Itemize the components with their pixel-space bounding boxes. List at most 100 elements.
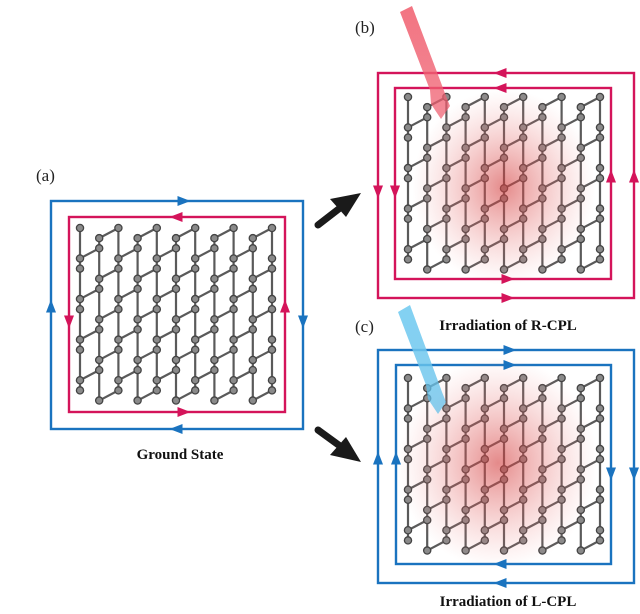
current-arrow-icon	[391, 451, 401, 465]
carbon-atom	[229, 386, 238, 395]
carbon-atom	[595, 255, 605, 264]
carbon-atom	[403, 133, 413, 142]
carbon-atom	[403, 204, 413, 213]
panel-a-label: (a)	[36, 166, 55, 185]
carbon-atom	[248, 233, 258, 243]
carbon-atom	[595, 173, 605, 183]
carbon-atom	[75, 264, 85, 273]
carbon-atom	[422, 102, 432, 112]
current-arrow-icon	[373, 451, 383, 465]
carbon-atom	[595, 373, 605, 383]
carbon-atom	[403, 373, 413, 383]
carbon-atom	[210, 365, 219, 375]
carbon-atom	[94, 355, 104, 365]
carbon-atom	[595, 495, 605, 505]
carbon-atom	[229, 375, 238, 385]
carbon-atom	[133, 365, 142, 375]
carbon-atom	[210, 325, 219, 334]
carbon-atom	[595, 404, 605, 413]
current-arrow-icon	[373, 185, 383, 199]
carbon-atom	[75, 223, 85, 233]
carbon-atom	[576, 546, 586, 555]
carbon-atom	[595, 214, 605, 224]
carbon-atom	[75, 345, 85, 355]
irradiation-glow	[398, 357, 598, 569]
carbon-atom	[403, 255, 413, 264]
carbon-atom	[94, 244, 104, 253]
carbon-atom	[133, 284, 142, 294]
carbon-atom	[114, 264, 123, 273]
current-arrow-icon	[177, 407, 191, 417]
carbon-atom	[403, 244, 413, 254]
graphene-lattice	[75, 223, 277, 405]
carbon-atom	[152, 223, 162, 233]
current-arrow-icon	[390, 185, 400, 199]
current-arrow-icon	[501, 274, 515, 284]
carbon-atom	[133, 396, 142, 405]
carbon-atom	[595, 444, 605, 454]
carbon-atom	[403, 526, 413, 535]
carbon-atom	[152, 264, 162, 273]
carbon-atom	[94, 284, 104, 294]
carbon-atom	[171, 365, 181, 375]
carbon-atom	[595, 526, 605, 535]
panel-c-caption: Irradiation of L-CPL	[440, 594, 577, 610]
carbon-atom	[229, 345, 238, 355]
carbon-atom	[171, 274, 181, 283]
carbon-atom	[152, 375, 162, 385]
current-arrow-icon	[503, 345, 517, 355]
carbon-atom	[403, 123, 413, 132]
panel-a-ground-state: (a) Ground State	[36, 166, 308, 463]
carbon-atom	[114, 375, 123, 385]
carbon-atom	[75, 335, 85, 344]
carbon-atom	[248, 244, 258, 253]
carbon-atom	[210, 315, 219, 324]
carbon-atom	[403, 92, 413, 102]
carbon-atom	[576, 383, 586, 393]
carbon-atom	[114, 386, 123, 395]
carbon-atom	[152, 254, 162, 263]
current-arrow-icon	[503, 360, 517, 370]
carbon-atom	[75, 386, 85, 395]
carbon-atom	[403, 173, 413, 183]
carbon-atom	[210, 355, 219, 365]
transition-arrow-to-b	[314, 193, 361, 229]
carbon-atom	[190, 345, 200, 355]
carbon-atom	[114, 345, 123, 355]
carbon-atom	[94, 274, 104, 283]
carbon-atom	[133, 244, 142, 253]
carbon-atom	[403, 163, 413, 173]
carbon-atom	[171, 355, 181, 365]
carbon-atom	[94, 365, 104, 375]
carbon-atom	[595, 163, 605, 173]
current-arrow-icon	[64, 315, 74, 329]
carbon-atom	[248, 355, 258, 365]
panel-b-r-cpl: (b) Irradiation of R-CPL	[355, 6, 639, 334]
carbon-atom	[190, 254, 200, 263]
carbon-atom	[267, 345, 277, 355]
carbon-atom	[229, 335, 238, 344]
carbon-atom	[248, 315, 258, 324]
carbon-atom	[133, 325, 142, 334]
carbon-atom	[210, 274, 219, 283]
carbon-atom	[190, 335, 200, 344]
carbon-atom	[576, 102, 586, 112]
carbon-atom	[595, 244, 605, 254]
carbon-atom	[171, 325, 181, 334]
carbon-atom	[267, 254, 277, 263]
current-arrow-icon	[493, 68, 507, 78]
carbon-atom	[267, 264, 277, 273]
carbon-atom	[422, 546, 432, 555]
current-arrow-icon	[629, 467, 639, 481]
panel-b-label: (b)	[355, 18, 375, 37]
carbon-atom	[229, 264, 238, 273]
carbon-atom	[403, 536, 413, 545]
carbon-atom	[576, 265, 586, 274]
carbon-atom	[171, 244, 181, 253]
carbon-atom	[595, 92, 605, 102]
carbon-atom	[403, 404, 413, 413]
carbon-atom	[267, 304, 277, 314]
current-arrow-icon	[493, 559, 507, 569]
carbon-atom	[94, 315, 104, 324]
